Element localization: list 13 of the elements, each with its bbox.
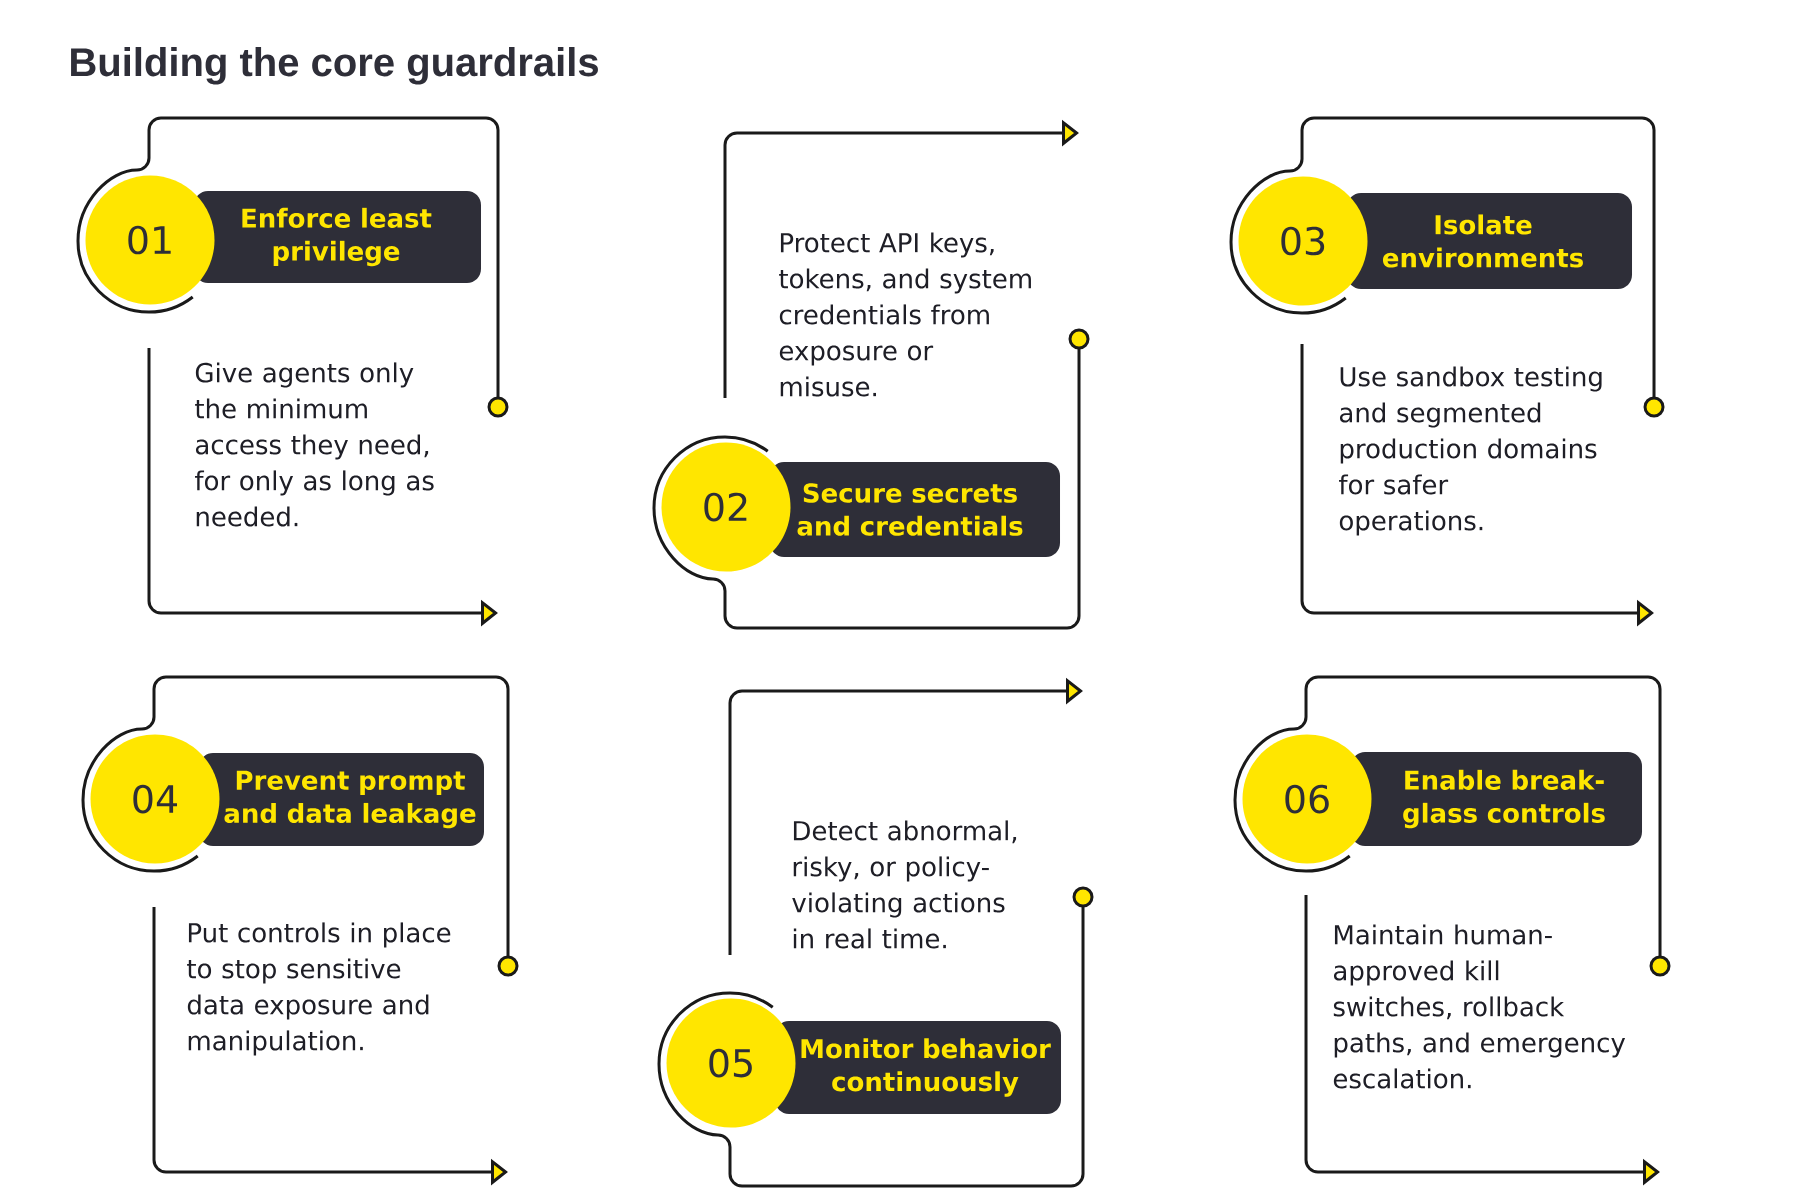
- title-band: Prevent prompt and data leakage: [199, 753, 484, 846]
- description-text: Use sandbox testing and segmented production domains for safer operations.: [1339, 366, 1602, 536]
- description-text: Protect API keys, tokens, and system credentials from exposure or misuse.: [779, 232, 1031, 397]
- title-band: Enable break-glass controls: [1351, 752, 1642, 846]
- description-text: Detect abnormal, risky, or policy-violating actions in real time.: [792, 820, 1017, 949]
- title-band: Monitor behavior continuously: [775, 1021, 1061, 1114]
- title-band: Isolate environments: [1347, 193, 1632, 289]
- description-text: Put controls in place to stop sensitive data exposure and manipulation.: [187, 922, 451, 1056]
- title-band: Enforce least privilege: [194, 191, 481, 283]
- description-text: Give agents only the minimum access they need, for only as long as needed.: [195, 362, 434, 527]
- title-band: Secure secrets and credentials: [770, 462, 1060, 557]
- diagram-title: Building the core guardrails: [71, 47, 598, 85]
- description-text: Maintain human-approved kill switches, rollback paths, and emergency escalation.: [1333, 924, 1626, 1089]
